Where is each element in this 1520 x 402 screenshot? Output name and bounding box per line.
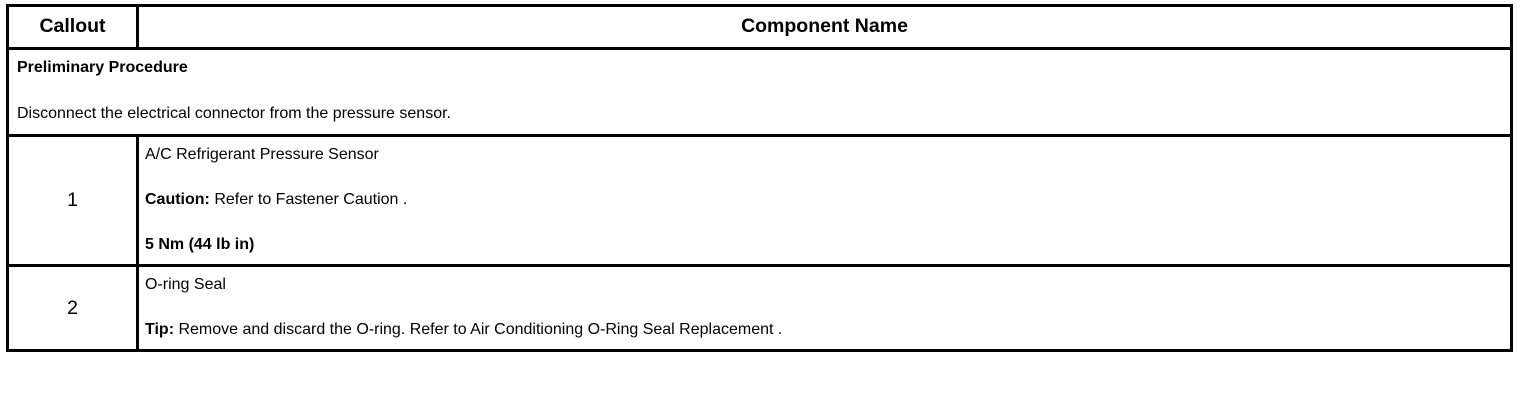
table-header: Callout Component Name <box>6 4 1513 50</box>
component-title-1: A/C Refrigerant Pressure Sensor <box>145 146 379 163</box>
tip-label-2: Tip: <box>145 321 175 338</box>
preliminary-procedure-heading: Preliminary Procedure <box>17 59 188 76</box>
callout-number-2: 2 <box>6 264 139 352</box>
table-body: Preliminary Procedure Disconnect the ele… <box>6 47 1513 352</box>
header-row: Callout Component Name <box>6 4 1513 50</box>
tip-text-2: Remove and discard the O-ring. Refer to … <box>174 321 783 338</box>
component-note-2: Tip: Remove and discard the O-ring. Refe… <box>145 321 1502 339</box>
preliminary-procedure-cell: Preliminary Procedure Disconnect the ele… <box>6 47 1513 137</box>
caution-label-1: Caution: <box>145 191 210 208</box>
caution-text-1: Refer to Fastener Caution . <box>209 191 408 208</box>
component-title-2: O-ring Seal <box>145 276 226 293</box>
preliminary-procedure-text: Disconnect the electrical connector from… <box>17 105 451 122</box>
column-header-component-name: Component Name <box>136 4 1513 50</box>
component-name-cell-2: O-ring Seal Tip: Remove and discard the … <box>136 264 1513 352</box>
table-row: 1 A/C Refrigerant Pressure Sensor Cautio… <box>6 134 1513 267</box>
preliminary-procedure-row: Preliminary Procedure Disconnect the ele… <box>6 47 1513 137</box>
column-header-callout: Callout <box>6 4 139 50</box>
component-note-1: Caution: Refer to Fastener Caution . <box>145 191 1502 209</box>
callout-number-1: 1 <box>6 134 139 267</box>
torque-spec-1: 5 Nm (44 lb in) <box>145 236 255 253</box>
component-name-cell-1: A/C Refrigerant Pressure Sensor Caution:… <box>136 134 1513 267</box>
component-callout-table: Callout Component Name Preliminary Proce… <box>6 4 1513 352</box>
table-row: 2 O-ring Seal Tip: Remove and discard th… <box>6 264 1513 352</box>
